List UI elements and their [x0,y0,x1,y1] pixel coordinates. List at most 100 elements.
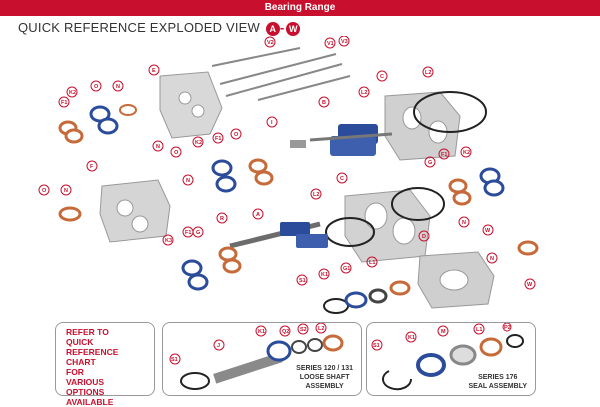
svg-text:K2: K2 [69,90,76,96]
shaft-a [229,221,328,249]
bearing-k3-lower-left [181,259,209,291]
banner-bearing-range: Bearing Range [0,0,600,16]
housing-c-top [384,91,487,161]
part-tag-j: J [217,343,220,349]
svg-text:I: I [271,120,273,126]
housing-c-middle [325,187,445,263]
part-tag-w-2: W [524,278,536,290]
ring-p2 [506,334,524,348]
part-tag-f: F [86,160,98,172]
part-tag-e: E [148,64,160,76]
spacer-m [449,344,477,366]
svg-text:C: C [340,176,344,182]
part-tag-f1: F1 [58,96,70,108]
panel1-label-line2: LOOSE SHAFT [299,374,350,381]
part-tag-a: A [252,208,264,220]
part-tag-o-3: O [170,146,182,158]
part-tag-v2: V2 [264,36,276,48]
svg-text:K3: K3 [165,238,172,244]
svg-text:W: W [485,228,491,234]
part-tag-d: D [418,230,430,242]
part-tag-v1: V1 [324,37,336,49]
ring-q2 [291,340,307,354]
part-tag-p2: P2 [504,325,511,331]
svg-text:A: A [256,212,260,218]
seal-f1-lower-left [218,246,242,274]
loose-shaft-assembly-diagram: S1 J K1 Q2 S2 L2 [169,322,344,390]
panel2-label-line1: SERIES 176 [478,374,518,381]
part-tag-k3: K3 [162,234,174,246]
range-end-badge: W [286,21,301,36]
svg-text:N: N [116,84,120,90]
svg-text:K2: K2 [463,150,470,156]
svg-text:V1: V1 [327,41,334,47]
ring-g1-lower [368,288,388,304]
page-title-text: QUICK REFERENCE EXPLODED VIEW [18,20,261,35]
part-tag-c-2: C [336,172,348,184]
svg-text:V2: V2 [267,40,274,46]
part-tag-l1-panel2: L1 [476,327,482,333]
part-tag-m: M [441,329,446,335]
tie-bolts [211,47,351,101]
svg-text:F1: F1 [185,230,191,236]
svg-text:O: O [94,84,99,90]
ring-s1-panel2 [382,370,413,391]
svg-text:F1: F1 [215,136,221,142]
svg-text:E: E [152,68,156,74]
svg-text:N: N [64,188,68,194]
svg-text:V3: V3 [341,39,348,45]
seal-o-middle [248,158,274,186]
part-tag-s1: S1 [296,274,308,286]
svg-text:W: W [527,282,533,288]
svg-text:K1: K1 [321,272,328,278]
svg-text:N: N [490,256,494,262]
seal-f1-right [448,178,472,206]
part-tags: V2 V1 V3 E C L2 K2 O N F1 B L2 I N O K2 … [38,36,536,290]
range-start-badge: A [265,21,280,36]
svg-text:L2: L2 [425,70,431,76]
panel1-label-line1: SERIES 120 / 131 [296,365,353,372]
svg-text:L1: L1 [369,260,375,266]
part-tag-o-4: O [38,184,50,196]
reference-note-box: REFER TO QUICK REFERENCE CHART FOR VARIO… [55,322,155,407]
part-tag-w: W [482,224,494,236]
bearing-k2-middle [211,159,237,193]
part-tag-g-2: G [192,226,204,238]
svg-text:S1: S1 [299,278,306,284]
shaft-j [213,352,283,384]
svg-text:B: B [322,100,326,106]
part-tag-i: I [266,116,278,128]
bearing-k1-lower [344,291,368,309]
svg-text:R: R [220,216,224,222]
part-tag-l2: L2 [422,66,434,78]
part-tag-f1-4: F1 [182,226,194,238]
panel1-tags: S1 J K1 Q2 S2 L2 [169,322,327,365]
svg-text:O: O [234,132,239,138]
panel2-label-line2: SEAL ASSEMBLY [468,383,527,390]
seal-o-left [58,206,82,222]
part-tag-b: B [318,96,330,108]
seal-l1-lower [389,280,411,296]
housing-d [417,251,495,309]
part-tag-k1-panel2: K1 [408,335,415,341]
ring-s1-lower [323,298,349,314]
part-tag-k1-panel1: K1 [258,329,265,335]
part-tag-f1-2: F1 [212,132,224,144]
part-tag-s1-panel1: S1 [171,357,178,363]
svg-text:G: G [428,160,432,166]
housing-e [159,71,223,139]
part-tag-k2: K2 [66,86,78,98]
svg-text:O: O [42,188,47,194]
part-tag-o: O [90,80,102,92]
svg-text:G: G [196,230,200,236]
loose-shaft-assembly-label: SERIES 120 / 131 LOOSE SHAFT ASSEMBLY [296,364,353,391]
part-tag-l2-2: L2 [310,188,322,200]
svg-text:N: N [186,178,190,184]
loose-shaft-assembly-panel: S1 J K1 Q2 S2 L2 SERIES 120 / 131 LOOSE … [162,322,362,396]
seal-f1-top-left [58,120,84,144]
bearing-k2-right [479,167,505,197]
part-tag-g: G [424,156,436,168]
part-tag-o-2: O [230,128,242,140]
bearings-and-seals [58,104,539,314]
panel1-label-line3: ASSEMBLY [305,383,344,390]
